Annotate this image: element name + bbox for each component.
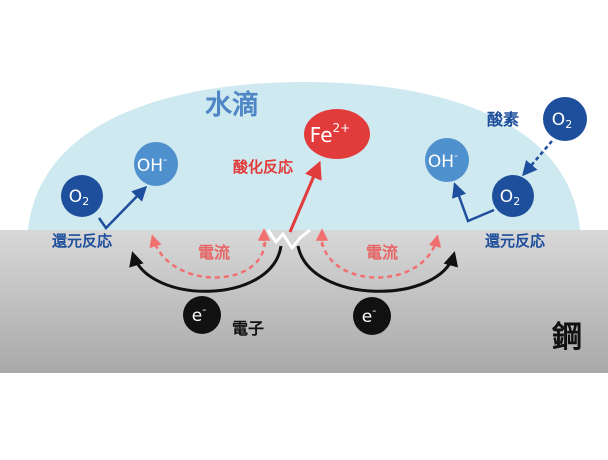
svg-text:e-: e- (192, 303, 206, 326)
oxygen-label: 酸素 (487, 110, 519, 129)
svg-text:OH-: OH- (137, 153, 167, 176)
svg-text:O2: O2 (552, 110, 572, 131)
current-path-left (149, 234, 267, 279)
hydroxide-ion-left: OH- (134, 142, 178, 186)
electron-right: e- (353, 297, 391, 335)
reduction-label-left: 還元反応 (52, 232, 112, 250)
steel-surface (0, 230, 608, 373)
svg-text:OH-: OH- (428, 149, 458, 172)
current-label-left: 電流 (198, 243, 230, 262)
hydroxide-ion-right: OH- (425, 138, 469, 182)
oxygen-diffusion-arrow (522, 140, 553, 177)
electron-flow-right (296, 245, 459, 293)
current-path-right (320, 234, 442, 279)
electron-label: 電子 (232, 319, 264, 338)
svg-text:O2: O2 (500, 187, 520, 208)
droplet-label: 水滴 (205, 89, 259, 121)
iron-ion: Fe2+ (304, 109, 370, 159)
oxygen-molecule-right: O2 (492, 175, 534, 217)
svg-text:Fe2+: Fe2+ (310, 121, 350, 147)
oxidation-label: 酸化反応 (233, 158, 293, 176)
reduction-label-right: 還元反応 (485, 232, 545, 250)
svg-text:e-: e- (362, 304, 376, 327)
current-label-right: 電流 (366, 243, 398, 262)
water-droplet (28, 82, 580, 230)
oxygen-molecule-left: O2 (61, 175, 103, 217)
electron-left: e- (183, 296, 221, 334)
oxygen-molecule-top-right: O2 (543, 97, 587, 141)
svg-text:O2: O2 (69, 187, 89, 208)
electron-flow-left (129, 245, 283, 293)
oxidation-arrow (288, 160, 322, 233)
reduction-arrow-right (452, 182, 495, 223)
crack-mark (266, 228, 311, 250)
reduction-arrow-left (97, 185, 148, 230)
steel-label: 鋼 (552, 320, 582, 355)
